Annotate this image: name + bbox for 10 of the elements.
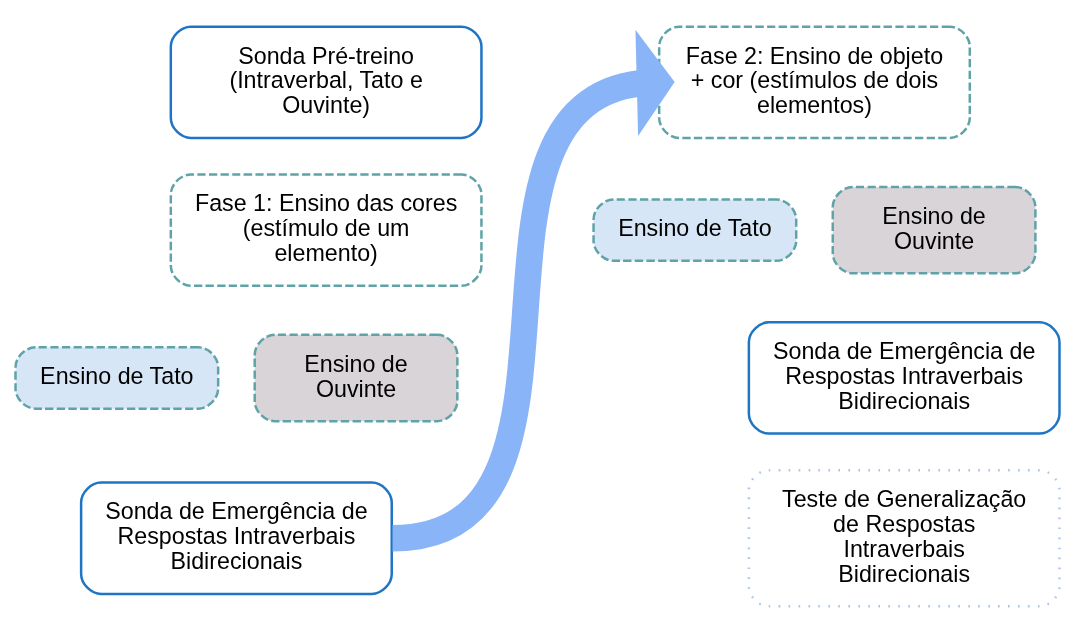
- node-box: Sonda de Emergência de Respostas Intraverbais Bidirecionais: [79, 481, 393, 596]
- node-box: Ensino de Ouvinte: [831, 185, 1037, 275]
- node-box: Ensino de Ouvinte: [253, 333, 459, 423]
- node-box: Ensino de Tato: [592, 198, 798, 263]
- node-box: Teste de Generalização de Respostas Intraverbais Bidirecionais: [747, 468, 1061, 608]
- node-box: Fase 1: Ensino das cores (estímulo de um elemento): [169, 173, 483, 287]
- node-box: Ensino de Tato: [14, 346, 220, 410]
- node-box: Sonda Pré-treino (Intraverbal, Tato e Ouvinte): [169, 25, 483, 140]
- node-box: Fase 2: Ensino de objeto + cor (estímulos de dois elementos): [657, 25, 972, 140]
- node-box: Sonda de Emergência de Respostas Intraverbais Bidirecionais: [747, 321, 1061, 435]
